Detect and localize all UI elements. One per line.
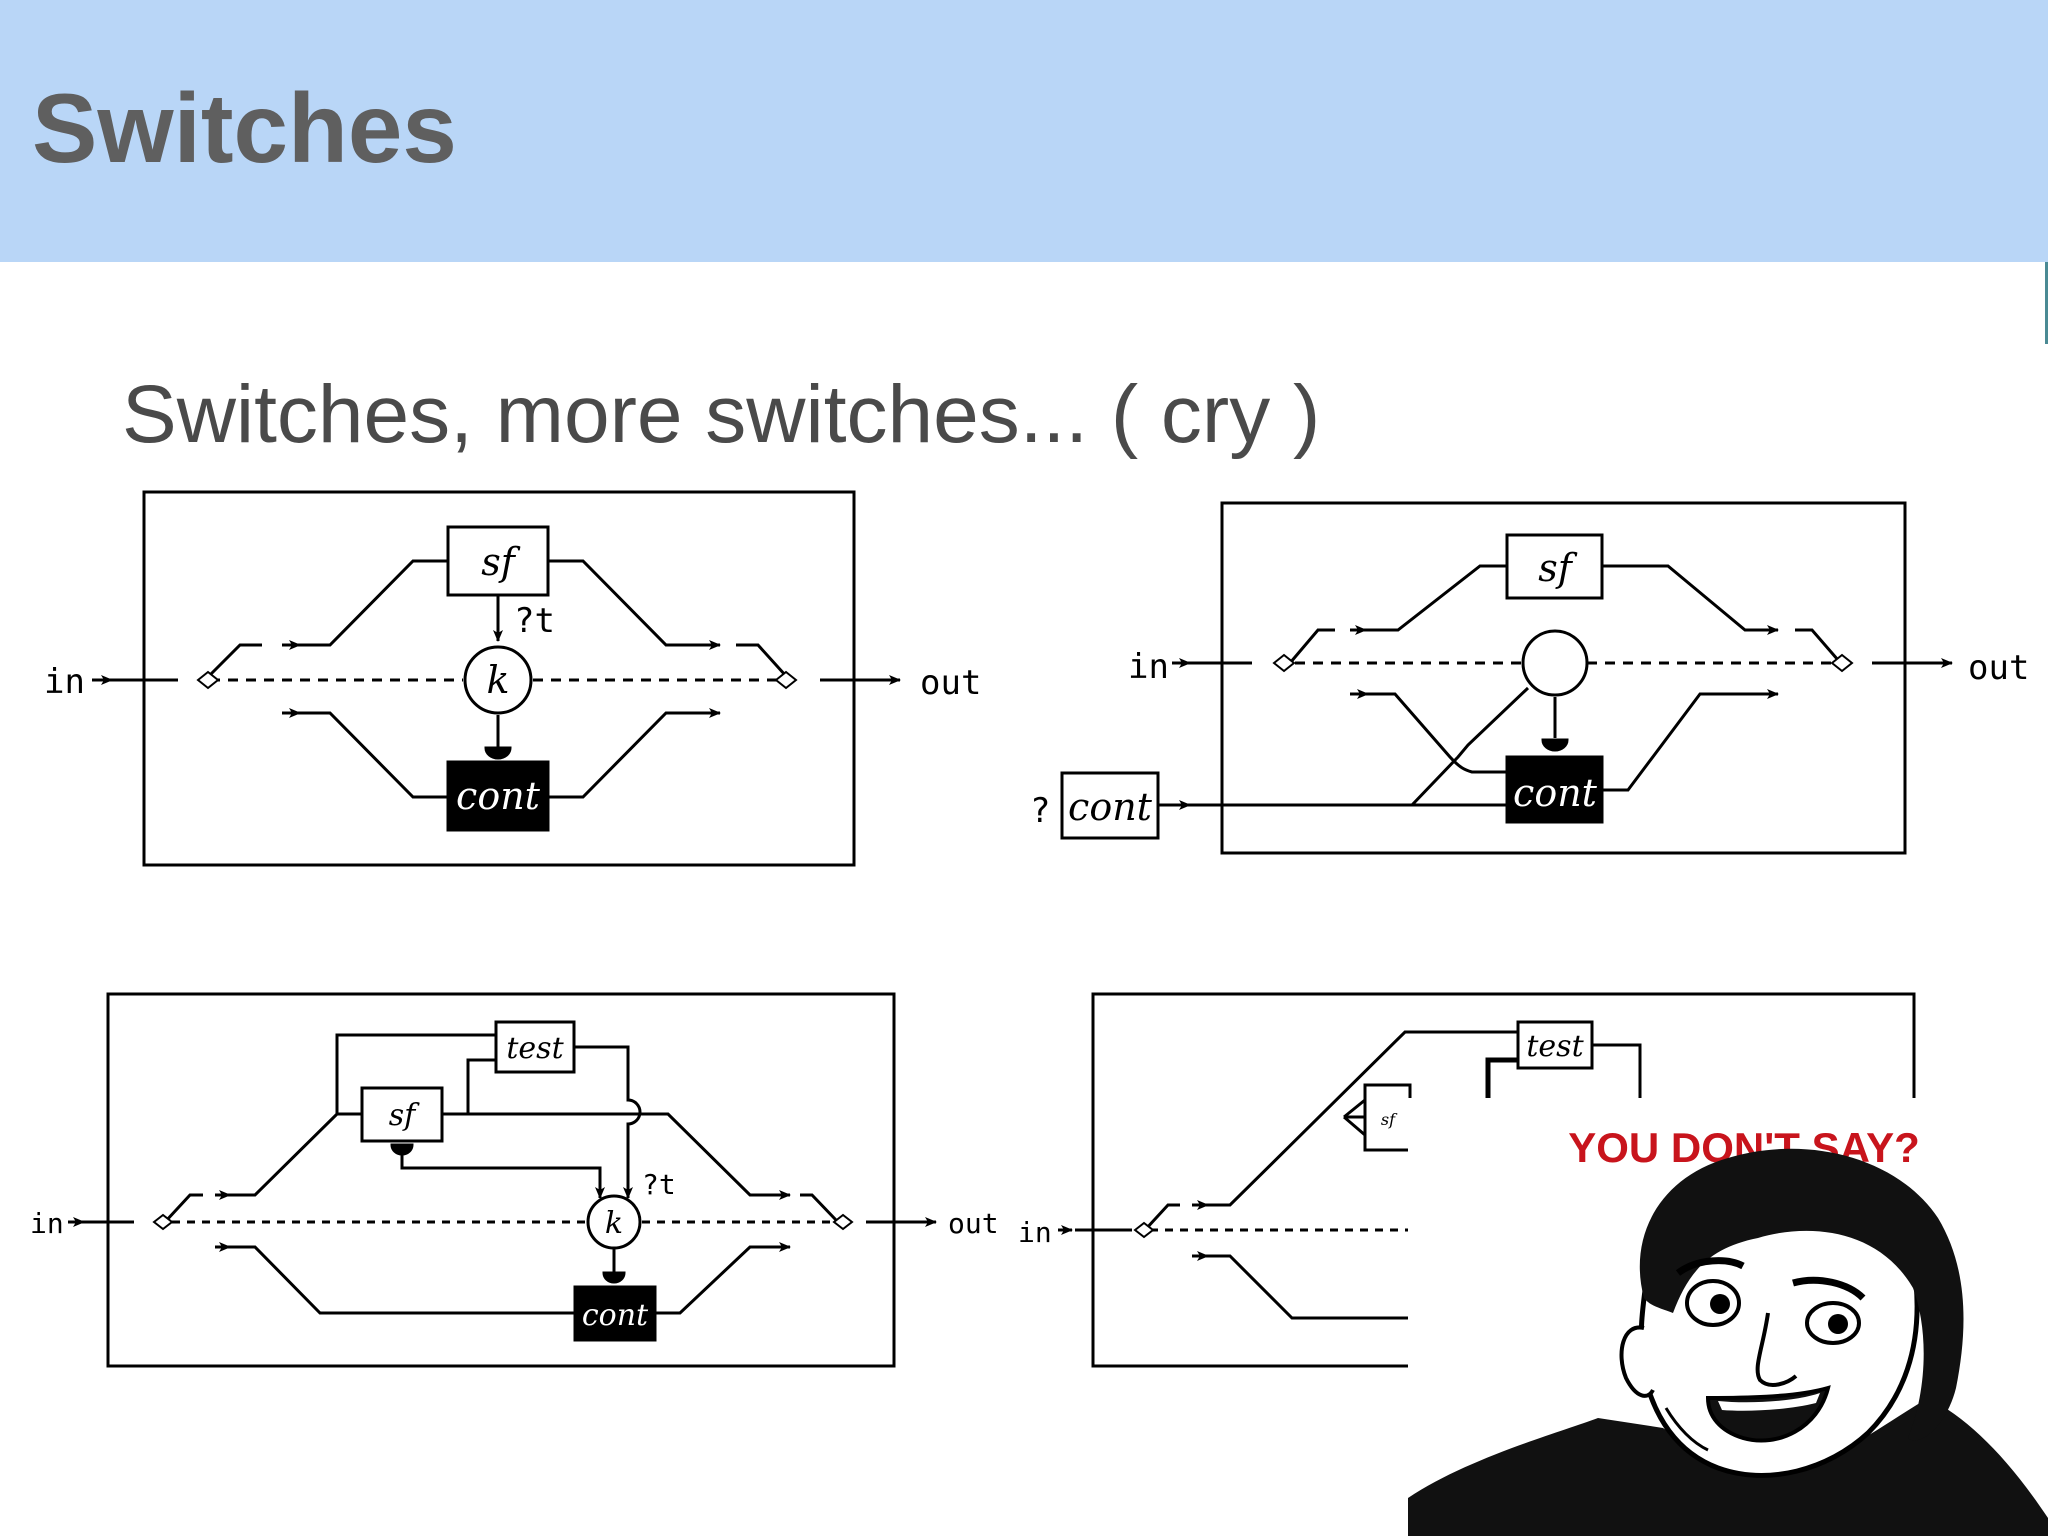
port-in-label-4: in (1018, 1216, 1052, 1249)
you-dont-say-meme: YOU DON'T SAY? (1408, 1098, 2048, 1536)
k-node-label: k (486, 658, 509, 702)
diagram-switch-multi (1058, 992, 1916, 1368)
diagram-switch-basic-labels: in out sf cont k ?t (44, 540, 981, 818)
port-in-label-2: in (1128, 647, 1169, 687)
port-in-label-3: in (30, 1207, 64, 1240)
cont-box-label-3: cont (582, 1298, 649, 1333)
meme-face-drawing (1408, 1148, 2048, 1536)
cont-box-label-2: cont (1513, 771, 1598, 815)
sf-box-label: sf (481, 540, 521, 584)
slide-subtitle: Switches, more switches... ( cry ) (122, 369, 1321, 460)
event-q-label: ? (1030, 791, 1050, 831)
port-out-label: out (920, 663, 981, 703)
test-box-label: test (506, 1031, 564, 1066)
diagram-switch-basic (92, 490, 901, 867)
port-out-label-2: out (1968, 648, 2029, 688)
test-box-label-4: test (1526, 1029, 1584, 1064)
slide-title: Switches (32, 73, 457, 183)
port-out-label-3: out (948, 1207, 999, 1240)
header-edge-accent (2045, 262, 2048, 344)
diagram-switch-test-labels: in out test sf cont k ?t (30, 1031, 999, 1333)
diagram-switch-multi-labels: in test sf (1018, 1029, 1585, 1249)
k-node-label-3: k (605, 1206, 623, 1241)
sf-box-label-4: sf (1381, 1110, 1398, 1129)
port-in-label: in (44, 662, 85, 702)
diagram-switch-test (68, 992, 937, 1368)
diagram-switch-dynamic (1060, 501, 1953, 855)
sf-box-label-3: sf (389, 1098, 420, 1133)
header-band: Switches (0, 0, 2048, 262)
cont-box-label: cont (456, 774, 541, 818)
sf-box-label-2: sf (1538, 546, 1578, 590)
event-t-label: ?t (514, 601, 555, 641)
event-t-label-3: ?t (642, 1168, 676, 1201)
diagram-switch-dynamic-labels: in out sf cont cont ? (1030, 546, 2029, 831)
cont-input-label: cont (1068, 785, 1153, 829)
